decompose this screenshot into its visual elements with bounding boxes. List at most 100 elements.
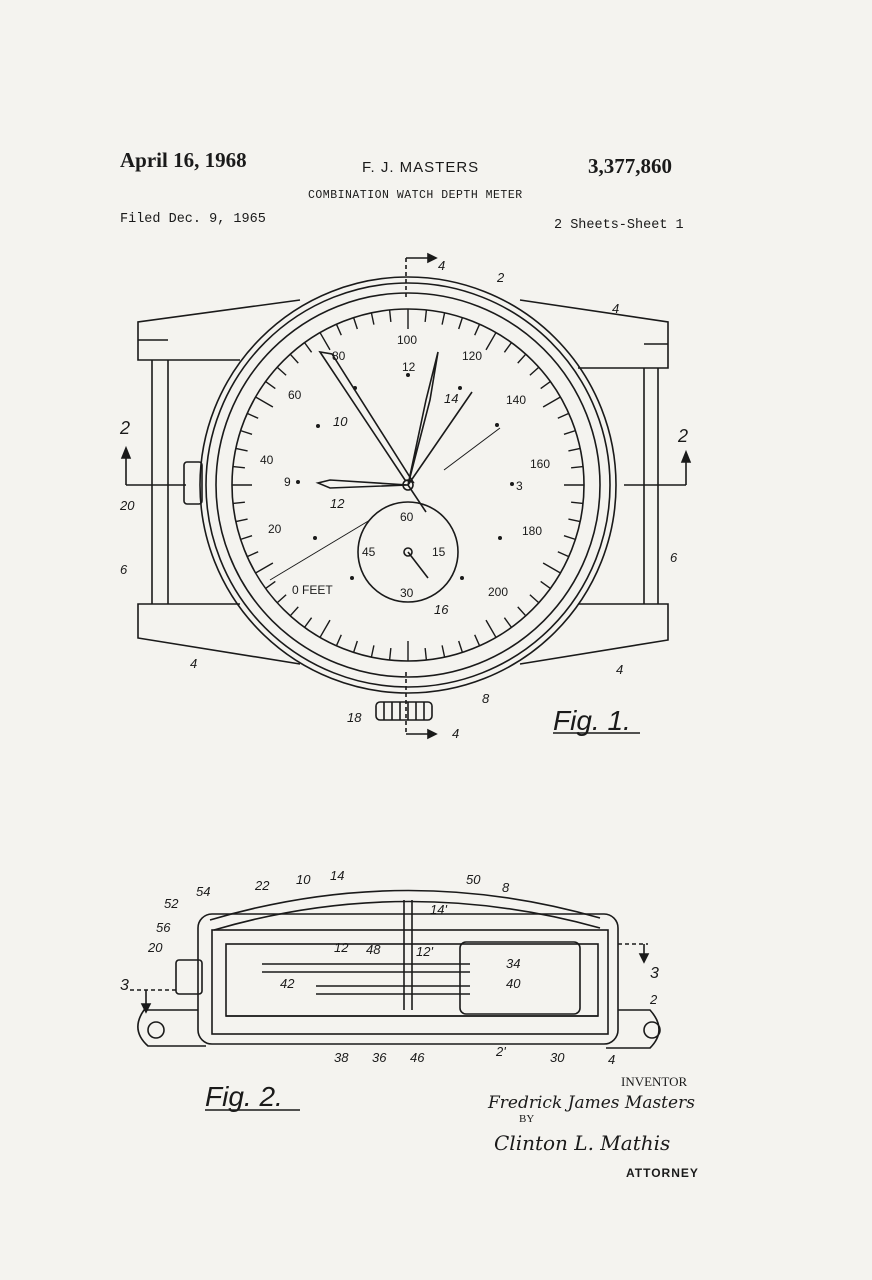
f2-ref-48: 48 bbox=[366, 942, 381, 957]
dial-tick bbox=[370, 645, 375, 658]
dial-tick bbox=[246, 412, 259, 419]
dial-tick bbox=[352, 317, 358, 330]
sheet-count: 2 Sheets-Sheet 1 bbox=[554, 218, 684, 233]
hand-12 bbox=[315, 479, 409, 489]
f2-ref-20: 20 bbox=[147, 940, 163, 955]
dial-tick bbox=[441, 645, 446, 658]
dial-tick bbox=[568, 447, 581, 452]
crystal-50 bbox=[209, 889, 601, 921]
dial-tick bbox=[289, 606, 299, 617]
hour-9: 9 bbox=[284, 475, 291, 489]
ref-10: 10 bbox=[333, 414, 348, 429]
dial-tick bbox=[517, 606, 527, 617]
dial-label-60: 60 bbox=[288, 388, 302, 402]
subdial-15: 15 bbox=[432, 545, 446, 559]
attorney-signature: Clinton L. Mathis bbox=[494, 1131, 670, 1155]
dial-tick bbox=[303, 342, 313, 353]
dial-tick bbox=[335, 323, 342, 336]
dial-tick bbox=[503, 342, 513, 353]
band-top-right bbox=[519, 299, 669, 369]
inventor-header: F. J. MASTERS bbox=[362, 159, 480, 176]
dial-tick bbox=[388, 648, 392, 661]
f2-ref-12p: 12' bbox=[416, 944, 433, 959]
fig1-label: Fig. 1. bbox=[553, 705, 631, 736]
dial-label-80: 80 bbox=[332, 349, 346, 363]
f2-ref-52: 52 bbox=[164, 896, 179, 911]
section-4-bottom: 4 bbox=[452, 726, 459, 741]
dial-tick bbox=[246, 551, 259, 558]
f2-ref-3-right: 3 bbox=[650, 965, 659, 982]
ref-12: 12 bbox=[330, 496, 345, 511]
dial-tick bbox=[563, 429, 576, 435]
dial-tick bbox=[335, 634, 342, 647]
f2-ref-40: 40 bbox=[506, 976, 521, 991]
dial-tick bbox=[441, 312, 446, 325]
f2-ref-34: 34 bbox=[506, 956, 520, 971]
dial-label-20: 20 bbox=[268, 522, 282, 536]
dial-tick bbox=[235, 447, 248, 452]
dial-label-100: 100 bbox=[397, 333, 417, 347]
dial-tick bbox=[370, 312, 375, 325]
case-outer bbox=[199, 276, 617, 694]
hand-14 bbox=[407, 351, 439, 486]
dial-tick bbox=[557, 412, 570, 419]
dial-tick bbox=[485, 332, 497, 351]
crown-18 bbox=[375, 701, 433, 721]
f2-ref-42: 42 bbox=[280, 976, 295, 991]
dial-tick bbox=[458, 640, 464, 653]
dial-tick bbox=[388, 309, 392, 322]
dial-tick bbox=[424, 648, 428, 661]
dial-tick bbox=[474, 634, 481, 647]
f2-ref-12: 12 bbox=[334, 940, 349, 955]
patent-date: April 16, 1968 bbox=[120, 148, 247, 172]
f2-ref-22: 22 bbox=[254, 878, 270, 893]
ref-4-top: 4 bbox=[612, 301, 619, 316]
inventor-label: INVENTOR bbox=[621, 1074, 688, 1089]
ref-18: 18 bbox=[347, 710, 362, 725]
dial-tick bbox=[517, 353, 527, 364]
ref-8: 8 bbox=[482, 691, 490, 706]
dial-tick bbox=[232, 465, 245, 469]
hand-10 bbox=[318, 350, 415, 484]
dial-label-140: 140 bbox=[506, 393, 526, 407]
dial-tick bbox=[265, 580, 276, 590]
f2-ref-54: 54 bbox=[196, 884, 210, 899]
dial-tick bbox=[458, 317, 464, 330]
patent-number: 3,377,860 bbox=[588, 154, 672, 178]
section-case bbox=[197, 913, 619, 1045]
f2-ref-14: 14 bbox=[330, 868, 344, 883]
dial-tick bbox=[319, 332, 331, 351]
f2-ref-56: 56 bbox=[156, 920, 171, 935]
f2-ref-30: 30 bbox=[550, 1050, 565, 1065]
dial-tick bbox=[563, 535, 576, 541]
dial-tick bbox=[319, 619, 331, 638]
dial-tick bbox=[276, 594, 287, 604]
f2-ref-46: 46 bbox=[410, 1050, 425, 1065]
patent-title: COMBINATION WATCH DEPTH METER bbox=[308, 189, 523, 202]
filed-date: Filed Dec. 9, 1965 bbox=[120, 212, 266, 227]
f2-ref-10: 10 bbox=[296, 872, 311, 887]
f2-ref-2p: 2' bbox=[495, 1044, 506, 1059]
band-bottom-right bbox=[519, 603, 669, 665]
dial-tick bbox=[255, 396, 274, 408]
inventor-name: Fredrick James Masters bbox=[488, 1093, 695, 1113]
dial-label-160: 160 bbox=[530, 457, 550, 471]
dial-tick bbox=[474, 323, 481, 336]
dial-tick bbox=[424, 309, 428, 322]
dial-tick bbox=[571, 501, 584, 505]
ref-4-bottom-left: 4 bbox=[190, 656, 197, 671]
crown-20 bbox=[183, 461, 203, 505]
f2-ref-3-left: 3 bbox=[120, 977, 129, 994]
section-4-top: 4 bbox=[438, 258, 445, 273]
subdial bbox=[357, 501, 459, 603]
dial-tick bbox=[485, 619, 497, 638]
by-label: BY bbox=[519, 1113, 535, 1125]
ref-20: 20 bbox=[119, 498, 135, 513]
dial-label-180: 180 bbox=[522, 524, 542, 538]
dial-tick bbox=[352, 640, 358, 653]
subdial-30: 30 bbox=[400, 586, 414, 600]
dial-tick bbox=[232, 501, 245, 505]
f2-ref-14p: 14' bbox=[430, 902, 447, 917]
dial-tick bbox=[571, 465, 584, 469]
